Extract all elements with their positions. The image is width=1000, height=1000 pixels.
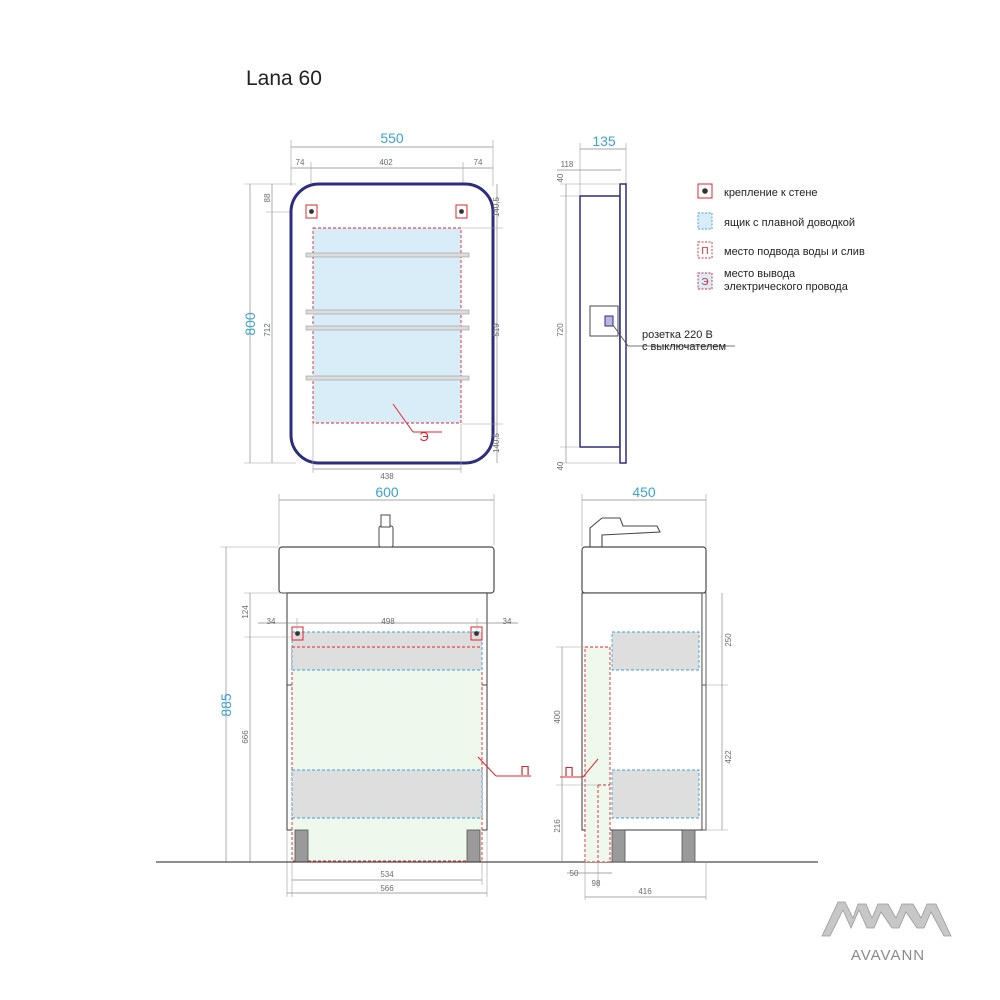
dim-140-top: 140,5	[492, 196, 501, 217]
cabinet-drawer-top	[291, 631, 483, 671]
cabinet-mount-right	[470, 626, 483, 641]
cabinet-mount-left	[291, 626, 304, 641]
faucet	[378, 525, 394, 548]
dim-98: 98	[592, 879, 601, 888]
dim-534: 534	[380, 870, 394, 879]
dim-cabinet-width: 600	[375, 484, 399, 500]
dim-498: 498	[381, 617, 395, 626]
cabinet-drawer-bottom	[291, 769, 483, 819]
dim-519: 519	[492, 323, 501, 337]
dim-438: 438	[380, 472, 394, 481]
dim-400: 400	[553, 710, 562, 724]
dim-416: 416	[638, 887, 652, 896]
dim-118: 118	[561, 160, 574, 169]
mount-point-left	[305, 204, 318, 219]
dim-40-top: 40	[556, 173, 565, 182]
dim-cabinet-height: 885	[218, 693, 234, 717]
socket-label-line2: с выключателем	[642, 341, 726, 353]
legend-water-text: место подвода воды и слив	[724, 246, 865, 258]
dim-250: 250	[724, 633, 733, 647]
legend: крепление к стене ящик с плавной доводко…	[697, 183, 865, 293]
legend-wire-text-1: место вывода	[724, 268, 796, 280]
dim-124: 124	[241, 605, 250, 619]
mount-point-right	[455, 204, 468, 219]
cabinet-side-drawer-top	[611, 631, 700, 671]
socket-icon	[604, 315, 614, 327]
cabinet-side-drawer-bottom	[611, 769, 700, 819]
legend-water-swatch	[697, 241, 713, 259]
legend-drawer-text: ящик с плавной доводкой	[724, 217, 855, 229]
cabinet-side-view: 450 П 250 422 400 216	[553, 484, 733, 900]
dim-mirror-depth: 135	[592, 133, 616, 149]
dim-216: 216	[553, 819, 562, 833]
logo-wordmark: AVAVANN	[851, 947, 925, 964]
mirror-shelf-2	[305, 309, 470, 315]
dim-422: 422	[724, 750, 733, 764]
legend-drawer-swatch	[697, 212, 713, 230]
dim-mirror-height: 800	[242, 312, 258, 336]
dim-140-bottom: 140,5	[492, 432, 501, 453]
cabinet-side-water-mark: П	[564, 764, 573, 779]
dim-712: 712	[263, 323, 272, 337]
legend-wire-symbol: Э	[701, 277, 708, 288]
dim-720: 720	[556, 323, 565, 337]
mirror-shelf-3	[305, 325, 470, 331]
socket-outline	[589, 305, 619, 337]
cabinet-leg-right	[466, 829, 481, 863]
logo-mark	[821, 901, 952, 937]
cabinet-lower-space	[291, 646, 483, 862]
dim-74-left: 74	[296, 158, 305, 167]
faucet-side	[589, 517, 661, 548]
dim-34-right: 34	[503, 617, 512, 626]
socket-label-line1: розетка 220 В	[642, 329, 713, 341]
dim-34-left: 34	[267, 617, 276, 626]
cabinet-side-water-zone	[584, 646, 611, 863]
mirror-shelf-1	[305, 252, 470, 258]
dim-88: 88	[263, 193, 272, 202]
dim-40-bottom: 40	[556, 461, 565, 470]
legend-wire-text-2: электрического провода	[724, 281, 849, 293]
dim-50: 50	[570, 869, 579, 878]
legend-mount-swatch	[697, 183, 713, 199]
mirror-cabinet-zone	[312, 227, 462, 424]
basin-side	[581, 546, 707, 594]
cabinet-side-leg-back	[611, 829, 626, 863]
cabinet-front-view: 600 П 885 124	[218, 484, 531, 897]
mirror-side-front	[619, 183, 627, 464]
wire-outlet-mark: Э	[419, 429, 428, 444]
mirror-side-body	[579, 195, 621, 448]
brand-logo: AVAVANN	[821, 901, 952, 964]
mirror-front-view: 550 74 402 74 800 88 712	[242, 130, 503, 481]
mirror-side-view: 135 118 розетка 220 В с выключателем 40 …	[556, 133, 735, 470]
cabinet-side-leg-front	[681, 829, 696, 863]
dim-402: 402	[379, 158, 393, 167]
cabinet-leg-left	[294, 829, 309, 863]
dim-cabinet-depth: 450	[632, 484, 656, 500]
basin	[278, 546, 495, 594]
legend-water-symbol: П	[701, 246, 708, 257]
dim-74-right: 74	[474, 158, 483, 167]
legend-mount-text: крепление к стене	[724, 187, 818, 199]
dim-566: 566	[380, 884, 394, 893]
dim-666: 666	[241, 730, 250, 744]
mirror-shelf-4	[305, 375, 470, 381]
page-title: Lana 60	[246, 67, 322, 90]
cabinet-water-mark: П	[520, 763, 529, 778]
dim-mirror-width: 550	[380, 130, 404, 146]
legend-wire-swatch	[697, 272, 713, 290]
